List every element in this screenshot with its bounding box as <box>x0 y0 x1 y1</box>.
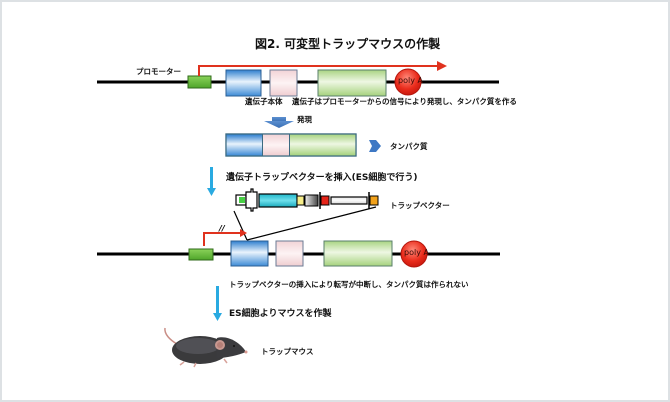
mrna-bar <box>225 133 357 157</box>
trap-vector <box>233 188 379 241</box>
vector-reporter-gene <box>258 193 298 208</box>
transcription-arrowhead-icon <box>437 61 447 71</box>
insertion-line-right <box>246 206 377 241</box>
insert-step-text: 遺伝子トラップベクターを挿入(ES細胞で行う) <box>226 173 418 183</box>
step-arrow-2-icon <box>213 286 222 321</box>
exon-2 <box>275 240 304 267</box>
figure-title: 図2. 可変型トラップマウスの作製 <box>255 37 441 51</box>
vector-gray-element <box>304 194 319 207</box>
interrupted-arrowhead-icon <box>240 229 247 237</box>
gene-explanation-text: 遺伝子はプロモーターからの信号により発現し、タンパク質を作る <box>292 97 517 106</box>
trap-vector-label: トラップベクター <box>390 201 450 210</box>
exon-3 <box>323 240 393 267</box>
protein-label: タンパク質 <box>390 142 428 151</box>
polyA-label-top: poly A <box>398 76 423 85</box>
exon-1 <box>230 240 269 267</box>
mrna-exon-2 <box>262 134 290 156</box>
exon-2 <box>269 69 298 97</box>
exon-3 <box>317 69 387 97</box>
transcription-arrow <box>198 65 437 76</box>
vector-green-marker <box>239 197 245 203</box>
interruption-text: トラップベクターの挿入により転写が中断し、タンパク質は作られない <box>229 280 469 289</box>
expression-label: 発現 <box>297 115 312 124</box>
vector-splice-acceptor <box>245 188 258 212</box>
protein-arrow-icon <box>369 140 381 152</box>
vector-light-gray-element <box>330 196 368 205</box>
mouse-image <box>164 327 248 368</box>
make-mouse-step-text: ES細胞よりマウスを作製 <box>229 309 332 319</box>
promoter-box <box>187 75 212 89</box>
mrna-exon-1 <box>226 134 263 156</box>
exon-1 <box>225 69 262 97</box>
vector-orange-marker <box>369 195 379 206</box>
step-arrow-1-icon <box>207 167 216 196</box>
interrupted-transcription-arrow <box>203 232 242 246</box>
promoter-box <box>188 248 214 261</box>
expression-arrow-icon <box>264 117 294 128</box>
vector-yellow-element <box>296 195 305 206</box>
gene-body-label: 遺伝子本体 <box>245 97 283 106</box>
polyA-signal <box>400 240 428 268</box>
trapped-gene <box>97 229 500 268</box>
polyA-label-bottom: poly A <box>404 248 429 257</box>
mrna-exon-3 <box>289 134 356 156</box>
vector-red-element <box>320 195 330 206</box>
wildtype-gene <box>97 61 499 97</box>
polyA-signal <box>394 68 422 96</box>
trap-mouse-label: トラップマウス <box>261 347 314 356</box>
promoter-label: プロモーター <box>136 67 181 76</box>
break-mark-icon: // <box>219 224 225 233</box>
insertion-line-left <box>233 210 248 241</box>
